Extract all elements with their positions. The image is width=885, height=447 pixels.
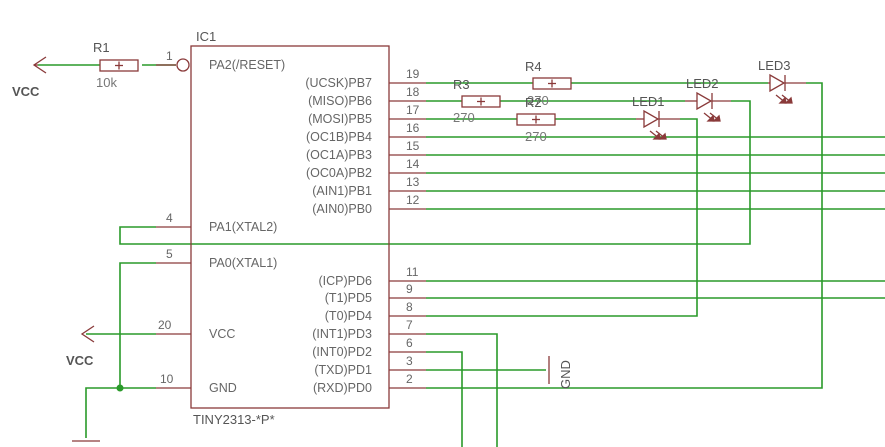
pin-number: 9	[406, 282, 413, 296]
gnd-label: GND	[558, 360, 573, 389]
ic1: IC1 TINY2313-*P* 1 PA2(/RESET) 4 PA1(XTA…	[156, 29, 426, 427]
net-gnd	[85, 387, 156, 438]
pin-number: 18	[406, 85, 420, 99]
led3: LED3	[758, 58, 806, 104]
resistor-body	[532, 77, 572, 90]
ic-right-pins: 19 (UCSK)PB7 18 (MISO)PB6 17 (MOSI)PB5 16 (OC1B…	[305, 67, 426, 395]
pin-number: 5	[166, 247, 173, 261]
pin-label: (INT1)PD3	[312, 327, 372, 341]
resistor-value: 270	[453, 110, 475, 125]
pin-label: (ICP)PD6	[319, 274, 373, 288]
net-led3-pd0	[426, 82, 823, 389]
pin-number: 15	[406, 139, 420, 153]
pin-label: (OC0A)PB2	[306, 166, 372, 180]
pin-label: (UCSK)PB7	[305, 76, 372, 90]
vcc-label: VCC	[12, 84, 40, 99]
resistor-body	[461, 95, 501, 108]
net-pa0	[119, 262, 156, 388]
resistor-value: 270	[527, 93, 549, 108]
pin-label: (MOSI)PB5	[308, 112, 372, 126]
junction-dot	[116, 384, 124, 392]
pin-number: 11	[406, 265, 419, 279]
pin-number: 2	[406, 372, 413, 386]
pin-number: 10	[160, 372, 174, 386]
nets	[38, 64, 885, 447]
pin-label: PA1(XTAL2)	[209, 220, 277, 234]
pin-number: 16	[406, 121, 420, 135]
resistor-value: 10k	[96, 75, 117, 90]
vcc-left-symbol: VCC	[66, 325, 95, 368]
gnd-symbol: GND	[548, 356, 573, 389]
vcc-arrow-icon	[80, 325, 95, 343]
net-pd3	[426, 333, 498, 447]
pin-number: 7	[406, 318, 413, 332]
resistor-name: R4	[525, 59, 542, 74]
led2: LED2	[685, 76, 731, 122]
pin-label: PA0(XTAL1)	[209, 256, 277, 270]
light-emission-icon	[649, 130, 667, 140]
resistor-r4: R4 270	[525, 59, 572, 108]
resistor-r3: R3 270	[453, 77, 501, 125]
pin-label: (MISO)PB6	[308, 94, 372, 108]
pin-number: 6	[406, 336, 413, 350]
pin-label: (T0)PD4	[325, 309, 372, 323]
pin-number: 4	[166, 211, 173, 225]
resistor-r2: R2 270	[516, 95, 556, 144]
pin-number: 17	[406, 103, 420, 117]
resistor-body	[516, 113, 556, 126]
pin-number: 13	[406, 175, 420, 189]
light-emission-icon	[775, 94, 793, 104]
pin-number: 19	[406, 67, 420, 81]
ic-name: IC1	[196, 29, 216, 44]
power-symbols: VCC VCC GND	[12, 56, 573, 442]
led1: LED1	[632, 94, 680, 140]
resistor-name: R2	[525, 95, 542, 110]
ic-left-pins: 1 PA2(/RESET) 4 PA1(XTAL2) 5 PA0(XTAL1) …	[156, 49, 285, 395]
net-led1-pd4	[426, 118, 698, 317]
pin-label: (OC1A)PB3	[306, 148, 372, 162]
net-pa1-led2	[119, 100, 751, 245]
ic-part: TINY2313-*P*	[193, 412, 275, 427]
resistor-value: 270	[525, 129, 547, 144]
vcc-label: VCC	[66, 353, 94, 368]
resistor-r1: R1 10k	[93, 40, 139, 90]
resistors: R1 10k R3 270 R4 270 R2 270	[93, 40, 572, 144]
led-name: LED3	[758, 58, 791, 73]
pin-number: 12	[406, 193, 420, 207]
pin-label: (INT0)PD2	[312, 345, 372, 359]
led-diode-symbol	[769, 73, 786, 93]
pin-number: 3	[406, 354, 413, 368]
pin-label: GND	[209, 381, 237, 395]
pin-label: (RXD)PD0	[313, 381, 372, 395]
pin-label: (AIN1)PB1	[312, 184, 372, 198]
pin-label: PA2(/RESET)	[209, 58, 285, 72]
pin-inversion-bubble	[176, 58, 190, 72]
pin-number: 14	[406, 157, 420, 171]
pin-label: (OC1B)PB4	[306, 130, 372, 144]
pin-number: 20	[158, 318, 172, 332]
pin-label: (AIN0)PB0	[312, 202, 372, 216]
led-diode-symbol	[643, 109, 660, 129]
pin-number: 8	[406, 300, 413, 314]
led-name: LED2	[686, 76, 719, 91]
pin-label: (T1)PD5	[325, 291, 372, 305]
vcc-top-symbol: VCC	[12, 56, 47, 99]
resistor-body	[99, 59, 139, 72]
led-diode-symbol	[696, 91, 713, 111]
pin-label: (TXD)PD1	[314, 363, 372, 377]
pin-label: VCC	[209, 327, 235, 341]
leds: LED1 LED2	[632, 58, 806, 140]
resistor-name: R1	[93, 40, 110, 55]
pin-number: 1	[166, 49, 173, 63]
led-name: LED1	[632, 94, 665, 109]
net-pd2	[426, 351, 463, 447]
light-emission-icon	[703, 112, 721, 122]
resistor-name: R3	[453, 77, 470, 92]
